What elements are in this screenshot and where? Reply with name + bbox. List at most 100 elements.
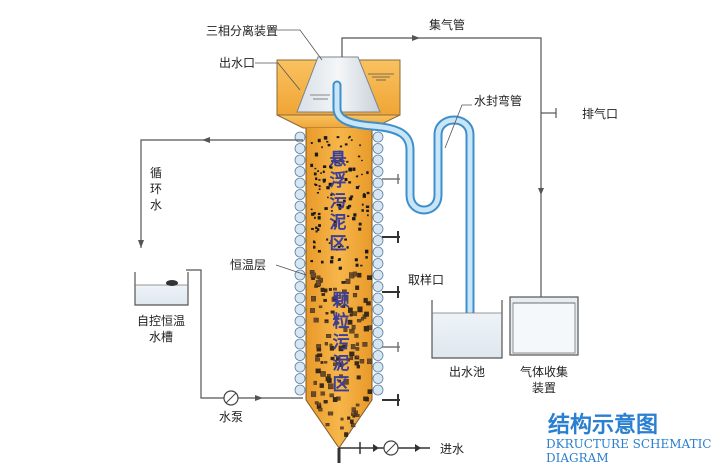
- sludge-particle: [333, 201, 336, 204]
- sludge-particle: [353, 213, 357, 217]
- insulation-circle: [372, 143, 384, 154]
- sludge-particle: [352, 217, 356, 221]
- sludge-particle: [357, 272, 362, 278]
- sludge-particle: [318, 305, 323, 309]
- sludge-particle: [342, 304, 346, 308]
- sludge-particle: [339, 145, 343, 148]
- zone-char: 泥: [330, 212, 347, 233]
- insulation-circle: [294, 281, 306, 292]
- sludge-particle: [338, 207, 342, 210]
- sludge-particle: [355, 285, 360, 290]
- sludge-particle: [330, 240, 333, 242]
- sludge-particle: [313, 245, 316, 249]
- insulation-circle: [372, 269, 384, 281]
- sludge-particle: [336, 203, 339, 206]
- insulation-circle: [372, 350, 384, 361]
- sludge-particle: [321, 293, 326, 296]
- sludge-particle: [361, 173, 363, 176]
- sludge-particle: [337, 245, 341, 248]
- sludge-particle: [346, 246, 349, 249]
- sludge-particle: [318, 407, 323, 412]
- sludge-particle: [335, 249, 338, 251]
- sludge-particle: [326, 238, 329, 241]
- sludge-particle: [340, 426, 344, 430]
- sludge-particle: [320, 361, 324, 364]
- sludge-particle: [361, 209, 364, 212]
- insulation-circle: [294, 212, 306, 223]
- sludge-particle: [323, 136, 328, 140]
- zone-char: 泥: [333, 353, 350, 374]
- diagram-title-en-line2: DIAGRAM: [546, 451, 609, 465]
- label-effluent-pool: 出水池: [449, 365, 485, 379]
- sludge-particle: [314, 152, 319, 157]
- insulation-circle: [372, 304, 384, 315]
- sludge-particle: [351, 407, 356, 412]
- sludge-particle: [314, 183, 318, 186]
- sludge-particle: [336, 361, 340, 365]
- insulation-circle: [294, 246, 306, 258]
- sludge-particle: [330, 210, 333, 212]
- sludge-particle: [343, 327, 348, 332]
- insulation-circle: [294, 189, 306, 200]
- sludge-particle: [315, 354, 319, 358]
- sludge-particle: [359, 144, 361, 147]
- sludge-particle: [361, 203, 364, 206]
- sludge-particle: [333, 160, 336, 163]
- sludge-particle: [310, 391, 317, 397]
- insulation-circle: [372, 327, 384, 338]
- sludge-particle: [357, 306, 363, 313]
- insulation-circle: [294, 235, 306, 246]
- diagram-title-cn: 结构示意图: [548, 412, 658, 438]
- sludge-particle: [315, 280, 321, 287]
- sludge-particle: [320, 371, 326, 377]
- granular-sludge-zone-text: 颗 粒 污 泥 区: [333, 291, 350, 395]
- water-seal-bend-pipe: [332, 80, 475, 317]
- zone-char: 悬: [330, 150, 347, 170]
- sludge-particle: [310, 308, 315, 313]
- sludge-particle: [366, 209, 369, 212]
- label-circulation-char: 环: [150, 182, 162, 196]
- label-water-outlet: 出水口: [219, 56, 255, 70]
- insulation-circle: [372, 154, 384, 166]
- sludge-particle: [359, 359, 365, 364]
- zone-char: 浮: [330, 170, 347, 191]
- insulation-circle: [372, 281, 384, 292]
- sludge-particle: [338, 257, 341, 261]
- gas-collect-pipe-line: [341, 35, 557, 297]
- sludge-particle: [339, 158, 343, 162]
- sludge-particle: [340, 245, 342, 247]
- sludge-particle: [310, 208, 313, 211]
- sludge-particle: [367, 389, 373, 394]
- sludge-particle: [328, 287, 332, 291]
- insulation-circle: [372, 189, 384, 200]
- label-sampling-port: 取样口: [408, 272, 444, 287]
- sludge-particle: [347, 215, 350, 218]
- sludge-particle: [355, 403, 360, 407]
- insulation-circle: [294, 166, 306, 177]
- sludge-particle: [336, 136, 340, 139]
- sludge-particle: [367, 358, 373, 365]
- label-three-phase-separator: 三相分离装置: [206, 23, 278, 38]
- label-water-seal-bend: 水封弯管: [474, 93, 522, 108]
- sludge-particle: [336, 181, 340, 184]
- sludge-particle: [320, 391, 325, 396]
- insulation-circle: [294, 154, 306, 166]
- sludge-particle: [366, 191, 370, 195]
- sludge-particle: [351, 412, 356, 416]
- sludge-particle: [344, 178, 348, 182]
- sludge-particle: [338, 303, 342, 306]
- sludge-particle: [356, 175, 359, 178]
- sludge-particle: [329, 166, 333, 169]
- sludge-particle: [327, 411, 334, 416]
- sludge-particle: [318, 185, 321, 188]
- label-circulation-char: 水: [150, 198, 162, 212]
- sludge-particle: [336, 356, 340, 361]
- sludge-particle: [344, 143, 348, 146]
- sludge-particle: [324, 207, 328, 210]
- sludge-particle: [310, 260, 314, 263]
- sludge-particle: [336, 162, 338, 164]
- sludge-particle: [323, 288, 328, 293]
- sludge-particle: [315, 177, 318, 181]
- sludge-particle: [345, 170, 348, 173]
- label-insulation-layer: 恒温层: [230, 258, 266, 272]
